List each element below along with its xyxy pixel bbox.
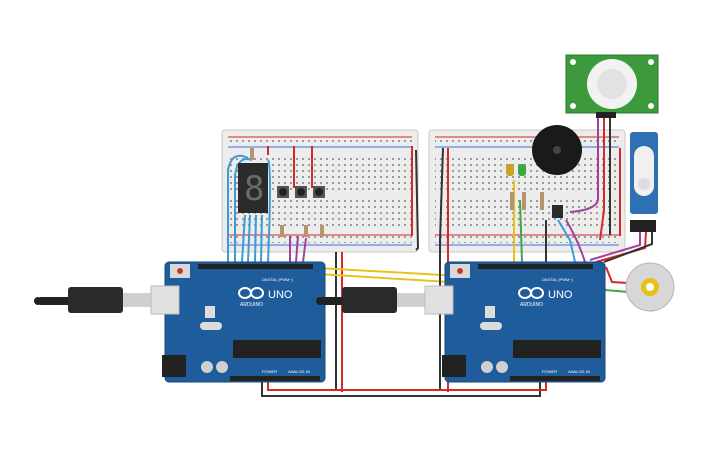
dc-motor-icon (625, 262, 675, 312)
servo-icon (630, 132, 658, 232)
left-board-digital-label: DIGITAL (PWM~) (262, 277, 294, 282)
right-board-analog-label: ANALOG IN (568, 369, 590, 374)
buzzer-icon (532, 125, 582, 175)
right-board-digital-label: DIGITAL (PWM~) (542, 277, 574, 282)
pushbutton-icon (277, 186, 325, 198)
left-board-power-label: POWER (262, 369, 277, 374)
arduino-logo-icon (518, 287, 544, 299)
resistors-left (250, 148, 324, 237)
right-breadboard (428, 129, 626, 253)
left-board-maker: ARDUINO (240, 302, 263, 308)
pir-sensor-icon (565, 54, 659, 118)
left-board-brand: UNO (268, 289, 293, 301)
left-board-analog-label: ANALOG IN (288, 369, 310, 374)
led-icon (506, 164, 526, 176)
usb-cable-icon (316, 285, 454, 315)
left-arduino-board: UNO ARDUINO DIGITAL (PWM~) POWER ANALOG … (162, 261, 326, 383)
right-board-brand: UNO (548, 289, 573, 301)
sensor-chip (552, 205, 563, 218)
seven-segment-digit: 8 (244, 169, 264, 209)
right-board-power-label: POWER (542, 369, 557, 374)
arduino-logo-icon (238, 287, 264, 299)
resistors-right (510, 192, 544, 210)
usb-cable-icon (34, 285, 180, 315)
seven-segment-display: 8 (238, 163, 268, 213)
right-board-maker: ARDUINO (520, 302, 543, 308)
right-arduino-board: UNO ARDUINO DIGITAL (PWM~) POWER ANALOG … (442, 261, 606, 383)
